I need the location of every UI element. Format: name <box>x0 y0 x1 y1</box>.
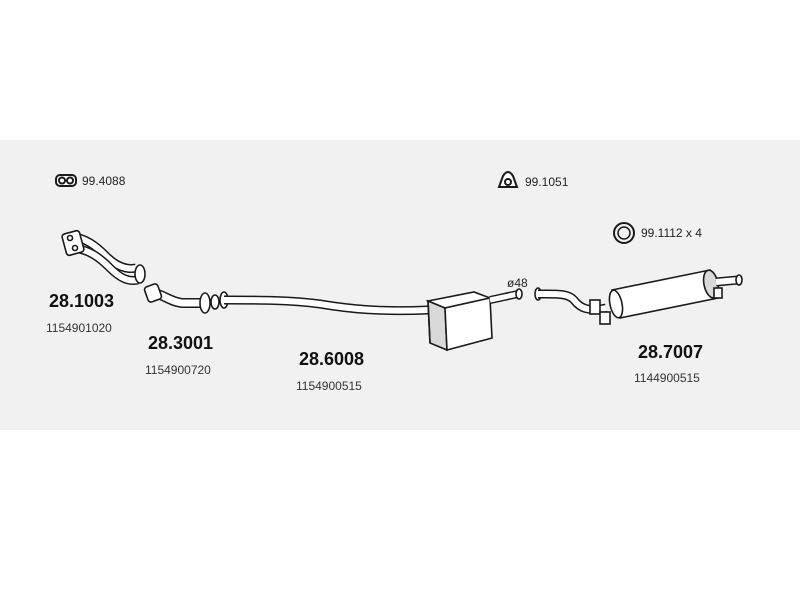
hanger-code-label: 99.1051 <box>525 175 569 189</box>
oem-number-1144900515: 1144900515 <box>634 371 700 385</box>
centre-silencer-28-6008 <box>219 288 523 352</box>
rubber-hanger-icon <box>497 171 519 188</box>
intermediate-pipe-28-3001 <box>143 283 220 314</box>
ring-code-label: 99.1112 x 4 <box>641 226 702 240</box>
oem-number-1154900720: 1154900720 <box>145 363 211 377</box>
front-pipe-28-1003 <box>61 229 146 285</box>
part-number-28-3001: 28.3001 <box>148 333 214 353</box>
diameter-label: ø48 <box>507 276 528 290</box>
rear-silencer-28-7007 <box>534 269 743 325</box>
part-number-28-7007: 28.7007 <box>638 342 704 362</box>
clamp-code-label: 99.4088 <box>82 174 126 188</box>
part-number-28-1003: 28.1003 <box>49 291 115 311</box>
oem-number-1154900515: 1154900515 <box>296 379 362 393</box>
double-ring-clamp-icon <box>55 174 77 187</box>
rubber-ring-icon <box>613 222 635 244</box>
part-number-28-6008: 28.6008 <box>299 349 365 369</box>
oem-number-1154901020: 1154901020 <box>46 321 112 335</box>
